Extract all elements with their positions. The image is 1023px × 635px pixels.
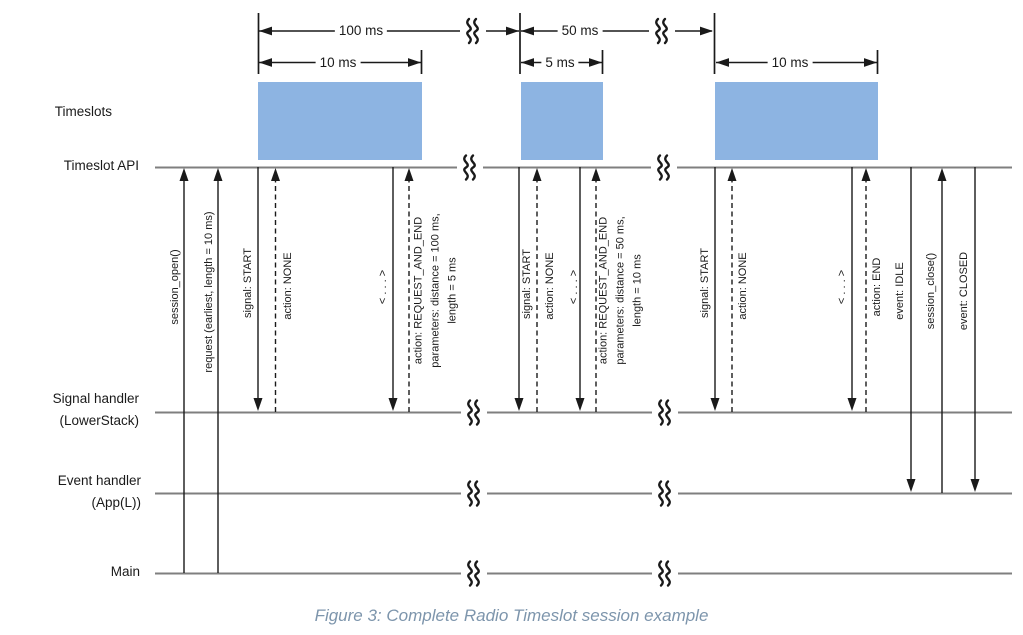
message-label-event-closed: event: CLOSED bbox=[958, 251, 970, 331]
timeslot-rect-3 bbox=[715, 82, 878, 160]
break-marks bbox=[457, 17, 678, 587]
message-label-session-close: session_close() bbox=[925, 252, 937, 330]
message-label-signal-start-1: signal: START bbox=[242, 248, 254, 318]
timeslot-rects bbox=[258, 82, 878, 160]
message-label-repeat-3: < . . . > bbox=[836, 269, 848, 305]
lane-label-event-handler-line2: (App(L)) bbox=[91, 495, 141, 510]
duration-label-10ms-2: 10 ms bbox=[767, 54, 813, 71]
message-label-line: action: REQUEST_AND_END bbox=[412, 216, 425, 364]
message-label-line: parameters: distance = 50 ms, bbox=[614, 215, 627, 365]
lane-label-signal-handler-line2: (LowerStack) bbox=[59, 413, 139, 428]
message-label-line: length = 10 ms bbox=[631, 253, 644, 327]
message-label-signal-start-2: signal: START bbox=[521, 249, 533, 319]
lane-label-signal-handler: Signal handler (LowerStack) bbox=[0, 388, 139, 432]
message-label-action-none-1: action: NONE bbox=[282, 252, 294, 320]
message-label-request: request (earliest, length = 10 ms) bbox=[203, 211, 215, 373]
message-arrows bbox=[183, 167, 976, 573]
lane-label-main: Main bbox=[110, 564, 140, 579]
lane-label-timeslots: Timeslots bbox=[54, 104, 112, 119]
message-label-line: length = 5 ms bbox=[446, 256, 459, 324]
duration-label-50ms: 50 ms bbox=[557, 23, 603, 39]
duration-label-10ms-1: 10 ms bbox=[315, 54, 361, 71]
timeslot-rect-1 bbox=[258, 82, 422, 160]
message-label-action-end: action: END bbox=[871, 257, 883, 317]
message-label-line: parameters: distance = 100 ms, bbox=[429, 212, 442, 368]
timeslot-rect-2 bbox=[521, 82, 603, 160]
message-label-action-request-and-end-1: action: REQUEST_AND_END parameters: dist… bbox=[411, 170, 462, 410]
message-label-session-open: session_open() bbox=[169, 249, 181, 325]
duration-label-5ms: 5 ms bbox=[541, 54, 579, 71]
message-label-action-none-3: action: NONE bbox=[737, 252, 749, 320]
message-label-signal-start-3: signal: START bbox=[699, 248, 711, 318]
lane-label-event-handler: Event handler (App(L)) bbox=[0, 470, 141, 514]
lane-label-timeslot-api: Timeslot API bbox=[63, 158, 139, 173]
figure-caption: Figure 3: Complete Radio Timeslot sessio… bbox=[314, 606, 709, 625]
message-arrowheads bbox=[179, 168, 980, 492]
message-label-line: action: REQUEST_AND_END bbox=[597, 216, 610, 364]
message-label-event-idle: event: IDLE bbox=[894, 262, 906, 320]
message-label-action-none-2: action: NONE bbox=[544, 252, 556, 320]
message-label-action-request-and-end-2: action: REQUEST_AND_END parameters: dist… bbox=[596, 170, 647, 410]
duration-label-100ms: 100 ms bbox=[334, 23, 388, 39]
message-label-repeat-2: < . . . > bbox=[568, 269, 580, 305]
message-label-repeat-1: < . . . > bbox=[377, 269, 389, 305]
duration-arrowheads bbox=[259, 26, 877, 67]
lane-label-signal-handler-line1: Signal handler bbox=[52, 391, 139, 406]
lane-lines bbox=[155, 166, 1012, 575]
lane-label-event-handler-line1: Event handler bbox=[57, 473, 141, 488]
